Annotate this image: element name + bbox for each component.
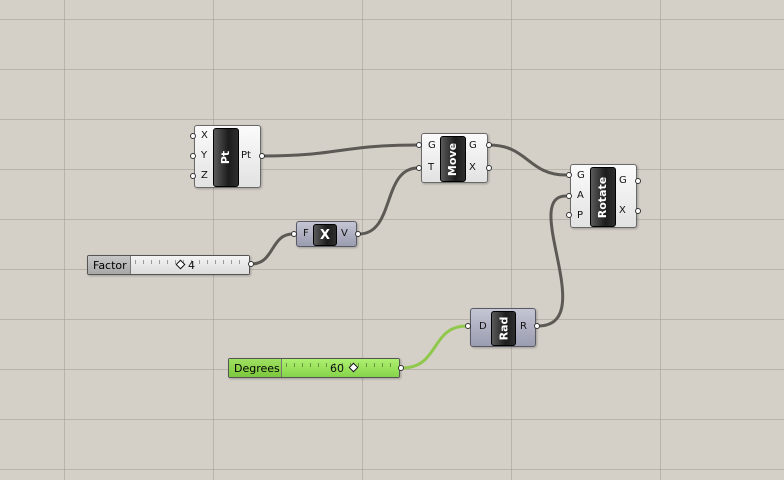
rad-component[interactable]: D Rad R xyxy=(470,308,536,347)
rad-output-r-label[interactable]: R xyxy=(520,321,527,332)
rad-component-nickname[interactable]: Rad xyxy=(491,311,516,346)
multiply-component-nickname[interactable]: X xyxy=(313,224,337,246)
rad-output-r-grip[interactable] xyxy=(534,323,540,329)
multiply-input-f-label[interactable]: F xyxy=(303,228,309,239)
rotate-component[interactable]: G A P Rotate G X xyxy=(570,164,637,228)
multiply-input-f-grip[interactable] xyxy=(291,231,297,237)
rotate-input-g-grip[interactable] xyxy=(566,172,572,178)
multiply-output-v-grip[interactable] xyxy=(355,231,361,237)
pt-component-nickname[interactable]: Pt xyxy=(213,128,239,187)
rotate-output-g-grip[interactable] xyxy=(635,178,641,184)
degrees-slider[interactable]: Degrees 60 xyxy=(228,358,400,378)
move-component[interactable]: G T Move G X xyxy=(421,133,488,183)
pt-input-z-label[interactable]: Z xyxy=(201,170,208,181)
slider-handle-icon[interactable] xyxy=(175,259,186,270)
move-input-g-label[interactable]: G xyxy=(428,140,436,151)
pt-output-grip[interactable] xyxy=(259,153,265,159)
move-output-g-label[interactable]: G xyxy=(469,140,477,151)
wire-rad-to-rotate-angle[interactable] xyxy=(537,194,567,328)
factor-slider-value[interactable]: 4 xyxy=(175,256,195,275)
pt-input-x-label[interactable]: X xyxy=(201,130,208,141)
rad-input-d-label[interactable]: D xyxy=(479,321,487,332)
rotate-output-g-label[interactable]: G xyxy=(619,175,627,186)
degrees-slider-value[interactable]: 60 xyxy=(330,359,358,378)
pt-output-label[interactable]: Pt xyxy=(241,150,251,161)
pt-input-y-grip[interactable] xyxy=(190,153,196,159)
rotate-output-x-label[interactable]: X xyxy=(619,205,626,216)
factor-slider-label: Factor xyxy=(88,256,131,274)
pt-input-x-grip[interactable] xyxy=(190,133,196,139)
rotate-component-nickname[interactable]: Rotate xyxy=(590,167,616,227)
move-input-t-grip[interactable] xyxy=(416,165,422,171)
degrees-slider-label: Degrees xyxy=(229,359,282,377)
rotate-input-p-label[interactable]: P xyxy=(577,210,584,221)
multiply-output-v-label[interactable]: V xyxy=(341,228,348,239)
rotate-input-p-grip[interactable] xyxy=(566,212,572,218)
pt-input-y-label[interactable]: Y xyxy=(201,150,208,161)
slider-handle-icon[interactable] xyxy=(348,362,358,373)
move-component-nickname[interactable]: Move xyxy=(440,136,466,182)
wire-degrees-to-rad[interactable] xyxy=(401,324,468,370)
wire-pt-to-move-geometry[interactable] xyxy=(262,143,419,158)
factor-slider[interactable]: Factor 4 xyxy=(87,255,250,275)
wire-move-to-rotate-geometry[interactable] xyxy=(488,143,567,177)
rotate-input-a-label[interactable]: A xyxy=(577,190,584,201)
multiply-component[interactable]: F X V xyxy=(296,221,357,247)
move-output-g-grip[interactable] xyxy=(486,142,492,148)
rotate-output-x-grip[interactable] xyxy=(635,208,641,214)
move-output-x-grip[interactable] xyxy=(486,165,492,171)
pt-component[interactable]: X Y Z Pt Pt xyxy=(194,125,261,188)
factor-output-grip[interactable] xyxy=(248,261,254,267)
move-input-t-label[interactable]: T xyxy=(428,162,435,173)
wire-factor-to-multiply[interactable] xyxy=(250,232,294,266)
rotate-input-g-label[interactable]: G xyxy=(577,170,585,181)
degrees-output-grip[interactable] xyxy=(398,365,404,371)
move-output-x-label[interactable]: X xyxy=(469,162,476,173)
degrees-slider-track[interactable]: 60 xyxy=(282,359,399,377)
rotate-input-a-grip[interactable] xyxy=(566,193,572,199)
move-input-g-grip[interactable] xyxy=(416,142,422,148)
factor-slider-track[interactable]: 4 xyxy=(131,256,249,274)
pt-input-z-grip[interactable] xyxy=(190,173,196,179)
wire-multiply-to-move-translation[interactable] xyxy=(358,166,419,236)
rad-input-d-grip[interactable] xyxy=(465,323,471,329)
